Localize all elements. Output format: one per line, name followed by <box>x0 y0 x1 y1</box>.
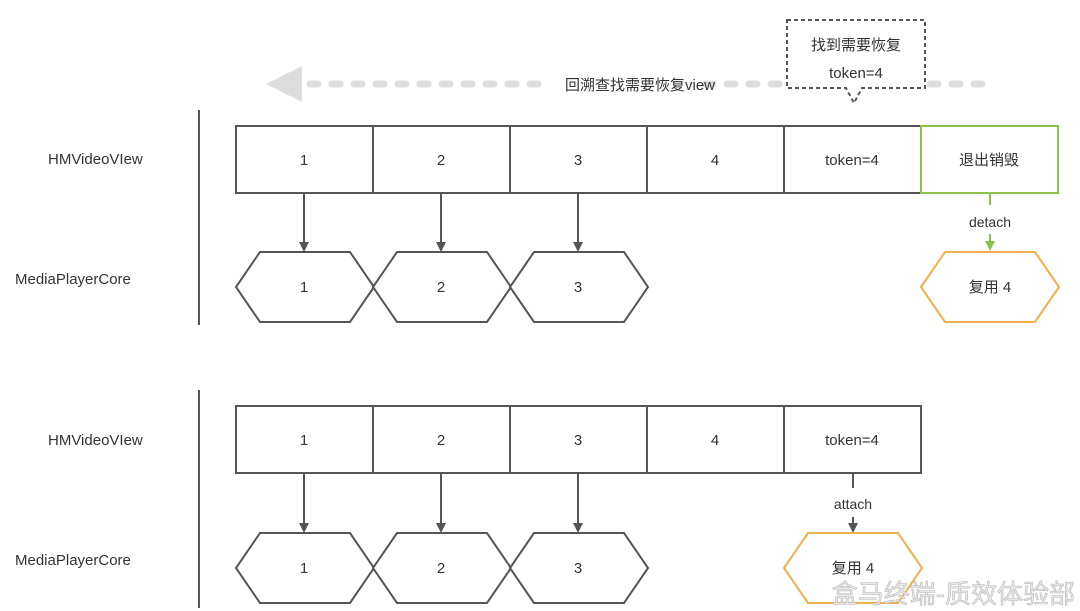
top-core-row-label: MediaPlayerCore <box>15 271 131 288</box>
callout-line1: 找到需要恢复 <box>811 36 901 54</box>
top-view-cell-2-label: 2 <box>437 152 445 169</box>
bottom-core-hex-3-label: 3 <box>574 560 582 577</box>
backtrack-arrowhead <box>266 66 302 102</box>
top-view-cell-1 <box>235 125 374 194</box>
bottom-reuse-hex <box>782 532 924 604</box>
top-view-row <box>235 125 1059 194</box>
top-view-cell-destroy <box>920 125 1059 194</box>
bottom-view-row <box>235 405 922 474</box>
bottom-view-row-label: HMVideoVIew <box>48 432 143 449</box>
bottom-core-hex-2 <box>371 532 513 604</box>
bottom-core-hex-1-label: 1 <box>300 560 308 577</box>
top-core-hex-2 <box>371 251 513 323</box>
bottom-reuse-hex-label: 复用 4 <box>832 559 875 577</box>
top-view-cell-1-label: 1 <box>300 152 308 169</box>
top-core-hex-1-label: 1 <box>300 279 308 296</box>
top-view-cell-4 <box>646 125 785 194</box>
top-core-hex-3-label: 3 <box>574 279 582 296</box>
bottom-core-hex-2-label: 2 <box>437 560 445 577</box>
top-view-cell-4-label: 4 <box>711 152 719 169</box>
bottom-view-cell-1 <box>235 405 374 474</box>
top-reuse-hex <box>919 251 1061 323</box>
bottom-core-row-label: MediaPlayerCore <box>15 552 131 569</box>
top-core-hex-3 <box>508 251 650 323</box>
detach-label: detach <box>969 214 1011 230</box>
bottom-view-cell-1-label: 1 <box>300 432 308 449</box>
top-view-cell-token-label: token=4 <box>825 152 879 169</box>
top-reuse-hex-label: 复用 4 <box>969 278 1012 296</box>
backtrack-arrow <box>266 66 999 102</box>
bottom-view-cell-2 <box>372 405 511 474</box>
top-view-cell-3 <box>509 125 648 194</box>
callout-bubble <box>786 19 926 106</box>
callout-line2: token=4 <box>829 65 883 82</box>
bottom-view-cell-3 <box>509 405 648 474</box>
bottom-view-cell-3-label: 3 <box>574 432 582 449</box>
bottom-core-hex-1 <box>234 532 376 604</box>
attach-label: attach <box>834 496 872 512</box>
top-core-hex-2-label: 2 <box>437 279 445 296</box>
top-core-hex-1 <box>234 251 376 323</box>
bottom-view-cell-2-label: 2 <box>437 432 445 449</box>
backtrack-label: 回溯查找需要恢复view <box>565 76 715 94</box>
bottom-core-hex-3 <box>508 532 650 604</box>
top-view-cell-3-label: 3 <box>574 152 582 169</box>
top-view-cell-destroy-label: 退出销毁 <box>959 152 1019 169</box>
top-view-row-label: HMVideoVIew <box>48 151 143 168</box>
bottom-view-cell-4-label: 4 <box>711 432 719 449</box>
watermark: 盒马终端-质效体验部 <box>832 580 1075 610</box>
bottom-view-cell-token-label: token=4 <box>825 432 879 449</box>
